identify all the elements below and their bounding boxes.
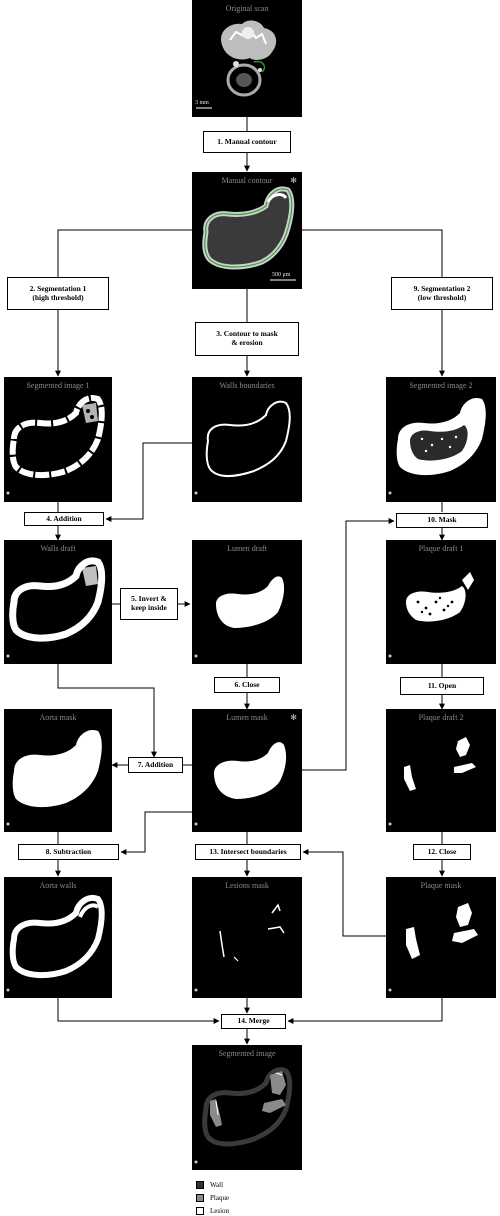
step-6-close: 6. Close — [214, 677, 280, 693]
segmented-image-2-panel: Segmented image 2 — [386, 377, 496, 502]
step-3-contour-to-mask: 3. Contour to mask & erosion — [195, 322, 299, 356]
walls-boundaries-image — [194, 400, 291, 495]
step-1-manual-contour: 1. Manual contour — [203, 131, 291, 153]
panel-title: Walls draft — [40, 544, 76, 553]
step-9-segmentation-2: 9. Segmentation 2 (low threshold) — [391, 277, 493, 310]
plaque-mask-panel: Plaque mask — [386, 877, 496, 998]
panel-title: Segmented image — [218, 1049, 276, 1058]
step-4-addition: 4. Addition — [24, 512, 104, 526]
panel-title: Plaque draft 1 — [418, 544, 464, 553]
segmented-image-1-panel: Segmented image 1 — [4, 377, 112, 502]
aorta-walls-image — [6, 895, 105, 992]
scale-bar-label: 500 μm — [272, 272, 291, 278]
lesions-mask-panel: Lesions mask — [192, 877, 302, 998]
segmented-image-2 — [388, 397, 486, 495]
plaque-draft-1-panel: Plaque draft 1 — [386, 540, 496, 664]
lumen-draft-image — [194, 576, 285, 658]
step-10-mask: 10. Mask — [396, 513, 488, 528]
legend-item-lesion: Lesion — [196, 1206, 229, 1216]
aorta-walls-panel: Aorta walls — [4, 877, 112, 998]
asterisk-marker: ✻ — [290, 713, 297, 722]
segmented-image-panel: Segmented image — [192, 1045, 302, 1170]
scale-bar-label: 3 mm — [195, 100, 209, 106]
legend-label: Plaque — [210, 1194, 230, 1202]
legend-swatch — [196, 1194, 204, 1202]
plaque-draft-2-image — [388, 737, 476, 826]
panel-title: Original scan — [225, 4, 269, 13]
panel-title: Segmented image 1 — [26, 381, 90, 390]
aorta-mask-panel: Aorta mask — [4, 709, 112, 832]
step-14-merge: 14. Merge — [221, 1014, 286, 1029]
asterisk-marker: ✻ — [290, 176, 297, 185]
panel-title: Plaque mask — [420, 881, 462, 890]
lumen-mask-image — [194, 742, 287, 826]
plaque-draft-1-image — [388, 572, 474, 658]
panel-title: Aorta mask — [39, 713, 77, 722]
legend-item-plaque: Plaque — [196, 1193, 229, 1203]
step-2-segmentation-1: 2. Segmentation 1 (high threshold) — [7, 277, 109, 310]
plaque-draft-2-panel: Plaque draft 2 — [386, 709, 496, 832]
panel-title: Manual contour — [221, 176, 273, 185]
legend-swatch — [196, 1207, 204, 1215]
panel-title: Lumen mask — [226, 713, 268, 722]
lumen-draft-panel: Lumen draft — [192, 540, 302, 664]
panel-title: Segmented image 2 — [409, 381, 473, 390]
manual-contour-panel: Manual contour ✻ 500 μm — [192, 172, 302, 289]
step-5-invert-keep-inside: 5. Invert & keep inside — [120, 588, 178, 620]
legend-label: Lesion — [210, 1207, 230, 1215]
panel-title: Walls boundaries — [219, 381, 275, 390]
step-7-addition: 7. Addition — [128, 757, 183, 773]
aorta-mask-image — [6, 729, 102, 826]
panel-title: Plaque draft 2 — [418, 713, 464, 722]
lumen-mask-panel: Lumen mask ✻ — [192, 709, 302, 832]
panel-title: Lesions mask — [225, 881, 269, 890]
step-8-subtraction: 8. Subtraction — [18, 844, 119, 860]
segmented-image — [194, 1067, 293, 1164]
panel-title: Aorta walls — [39, 881, 77, 890]
step-11-open: 11. Open — [400, 677, 484, 695]
manual-contour-image — [202, 186, 296, 281]
walls-boundaries-panel: Walls boundaries — [192, 377, 302, 502]
legend-item-wall: Wall — [196, 1180, 223, 1190]
walls-draft-image — [6, 557, 106, 658]
segmented-image-1 — [6, 395, 105, 495]
step-13-intersect-boundaries: 13. Intersect boundaries — [195, 844, 301, 860]
original-scan-panel: Original scan 3 mm — [192, 0, 302, 117]
walls-draft-panel: Walls draft — [4, 540, 112, 664]
lesions-mask-image — [194, 903, 285, 992]
panel-title: Lumen draft — [227, 544, 267, 553]
step-12-close: 12. Close — [413, 844, 471, 860]
legend-swatch — [196, 1181, 204, 1189]
legend-label: Wall — [210, 1181, 224, 1189]
plaque-mask-image — [388, 903, 478, 992]
original-scan-image — [196, 20, 277, 109]
